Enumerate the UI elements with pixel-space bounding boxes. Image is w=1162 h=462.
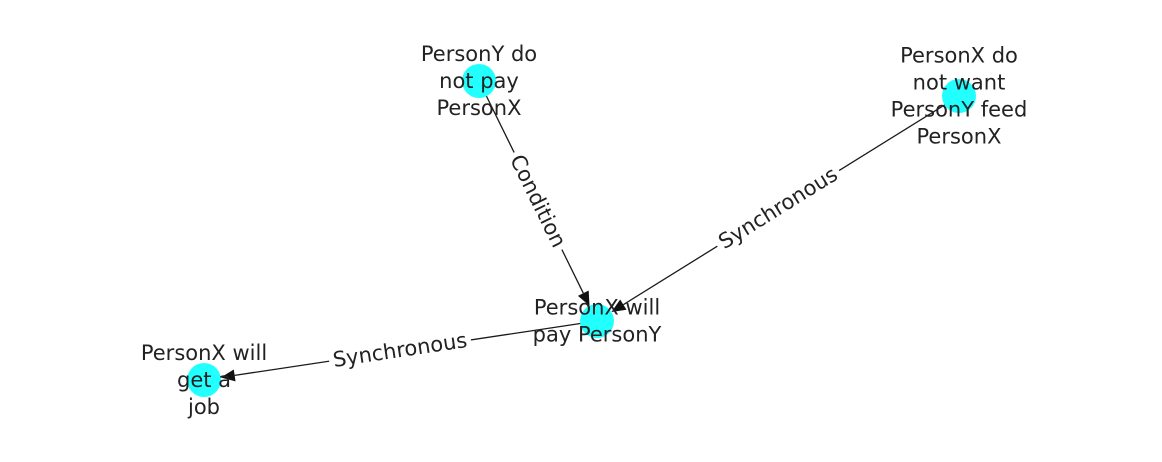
node-label-line: PersonY feed xyxy=(891,98,1028,122)
edge-label-y-no-pay-to-x-pay-y: Condition xyxy=(502,146,574,256)
node-label-line: not want xyxy=(913,71,1006,95)
node-label-x-pay-y: PersonX will pay PersonY xyxy=(533,296,662,347)
edge-label-background xyxy=(502,146,574,256)
edge-label-background xyxy=(710,159,846,257)
node-x-pay-y xyxy=(580,304,614,338)
node-label-line: PersonX xyxy=(437,96,522,120)
nodes-layer xyxy=(187,64,976,397)
arrow-head xyxy=(611,299,627,313)
node-label-line: PersonX will xyxy=(141,341,267,365)
node-label-line: job xyxy=(187,395,220,419)
node-label-line: PersonY do xyxy=(421,42,537,66)
edge-label-text: Condition xyxy=(505,151,571,252)
node-x-no-want xyxy=(942,79,976,113)
node-label-line: PersonX do xyxy=(900,44,1018,68)
node-label-line: not pay xyxy=(439,69,519,93)
edge-label-x-no-want-to-x-pay-y: Synchronous xyxy=(710,159,846,257)
edge-label-text: Synchronous xyxy=(714,162,842,254)
arrow-head xyxy=(220,369,236,382)
arrow-head xyxy=(577,290,590,306)
node-label-line: pay PersonY xyxy=(533,323,662,347)
node-label-x-get-job: PersonX will get a job xyxy=(141,341,267,419)
node-y-no-pay xyxy=(462,64,496,98)
edge-label-background xyxy=(327,326,473,374)
node-label-line: get a xyxy=(177,368,231,392)
edge-label-x-pay-y-to-x-get-job: Synchronous xyxy=(327,326,473,374)
node-x-get-job xyxy=(187,363,221,397)
node-label-line: PersonX xyxy=(917,125,1002,149)
node-label-line: PersonX will xyxy=(534,296,660,320)
edge-label-text: Synchronous xyxy=(331,328,468,372)
